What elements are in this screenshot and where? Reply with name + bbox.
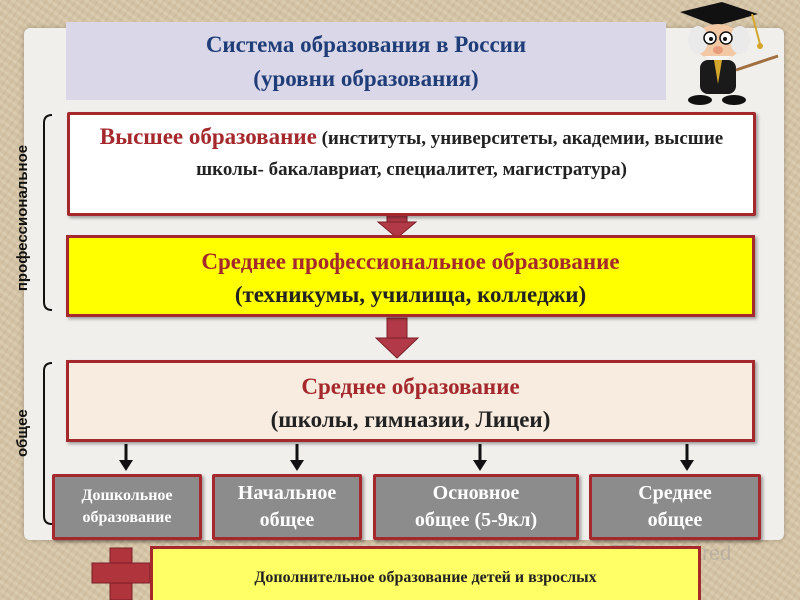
higher-education-detail: (институты, университеты, академии, высш…: [196, 128, 724, 180]
side-label-professional: профессиональное: [14, 144, 31, 292]
higher-education-lead: Высшее образование: [99, 124, 317, 149]
sub-level-secondary-general: Среднее общее: [589, 474, 761, 540]
secondary-professional-box: Среднее профессиональное образование (те…: [66, 235, 755, 317]
sub-level-primary: Начальное общее: [212, 474, 362, 540]
secondary-education-title: Среднее образование: [301, 374, 520, 399]
sub-level-line: Среднее: [638, 482, 712, 504]
side-label-general: общее: [14, 409, 31, 457]
professional-bracket: [43, 114, 53, 311]
sub-level-line: Основное: [432, 482, 520, 504]
plus-cross-icon: [91, 547, 151, 600]
sub-level-line: Начальное: [237, 482, 337, 504]
secondary-education-box: Среднее образование (школы, гимназии, Ли…: [66, 360, 755, 442]
sub-level-basic: Основное общее (5-9кл): [373, 474, 579, 540]
sub-level-line: общее (5-9кл): [414, 509, 538, 531]
sub-level-line: Дошкольное: [81, 487, 173, 504]
general-bracket: [43, 362, 53, 525]
sub-level-line: общее: [259, 509, 315, 531]
sub-level-line: общее: [647, 509, 703, 531]
secondary-education-detail: (школы, гимназии, Лицеи): [270, 407, 551, 432]
higher-education-box: Высшее образование (институты, университ…: [67, 112, 756, 216]
secondary-professional-detail: (техникумы, училища, колледжи): [234, 282, 587, 307]
small-arrows: [119, 444, 694, 471]
title-line-2: (уровни образования): [253, 66, 479, 91]
professor-mascot-icon: [680, 2, 779, 105]
title-line-1: Система образования в России: [205, 32, 527, 57]
sub-level-preschool: Дошкольное образование: [52, 474, 202, 540]
sub-level-line: образование: [82, 509, 172, 526]
diagram-title: Система образования в России (уровни обр…: [66, 22, 666, 100]
additional-education-box: Дополнительное образование детей и взрос…: [150, 546, 701, 600]
arrow-secprof-to-secondary: [374, 317, 420, 359]
arrow-higher-to-secprof: [376, 211, 418, 239]
secondary-professional-title: Среднее профессиональное образование: [201, 249, 620, 274]
